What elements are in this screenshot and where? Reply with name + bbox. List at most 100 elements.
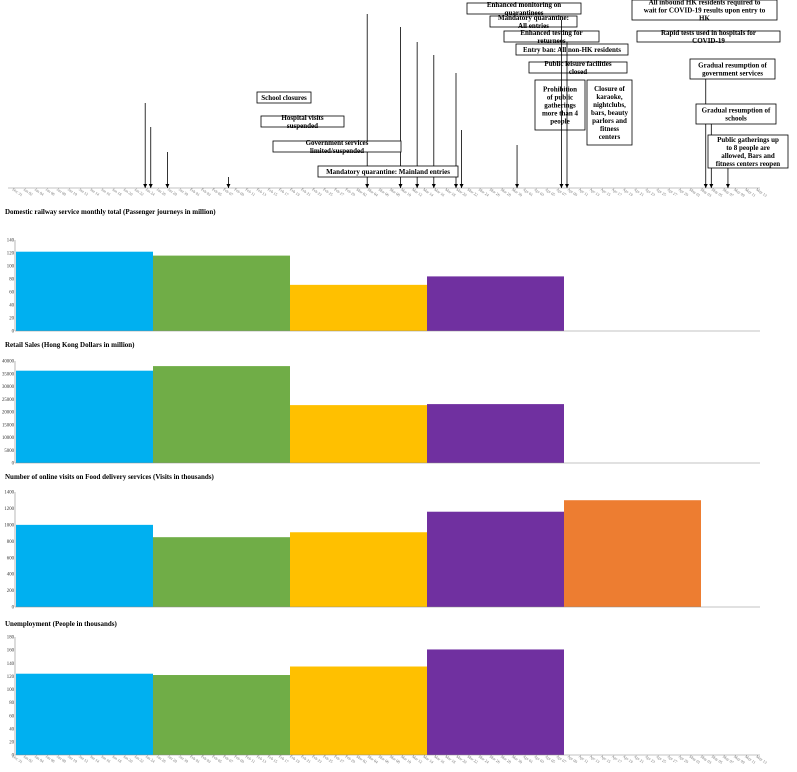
y-tick-label: 60 <box>9 714 14 719</box>
timeline-date-label: Mar 26 <box>489 187 501 198</box>
event-label: All entries <box>518 22 549 30</box>
event-marker-arrow <box>431 184 436 188</box>
timeline-event: Rapid tests used in hospitals forCOVID-1… <box>565 29 781 188</box>
y-tick-label: 40 <box>9 304 14 309</box>
timeline-date-label: Jan 22 <box>134 187 145 197</box>
event-marker-arrow <box>703 184 708 188</box>
y-tick-label: 40000 <box>2 360 15 365</box>
bottom-date-label: Feb 23 <box>311 754 323 764</box>
timeline-date-label: Jan 10 <box>67 187 78 197</box>
bottom-date-label: Feb 01 <box>189 754 201 764</box>
event-label: fitness centers reopen <box>716 160 781 168</box>
y-tick-label: 80 <box>9 278 14 283</box>
y-tick-label: 160 <box>7 649 15 654</box>
event-label: schools <box>725 115 747 123</box>
bottom-date-label: Jan 16 <box>100 754 111 764</box>
timeline-date-label: Feb 13 <box>256 187 268 197</box>
timeline-date-label: May 01 <box>689 187 702 198</box>
event-label-box <box>466 2 582 15</box>
bottom-date-label: Mar 12 <box>411 754 423 765</box>
y-tick-label: 120 <box>7 252 15 257</box>
bottom-date-label: Apr 23 <box>644 754 656 765</box>
bottom-date-label: Apr 25 <box>655 754 667 765</box>
event-label: people <box>550 118 569 126</box>
event-label: Prohibition <box>543 86 577 94</box>
bottom-date-label: Apr 29 <box>677 754 689 765</box>
timeline-date-label: May 13 <box>755 187 768 198</box>
y-tick-label: 20 <box>9 740 14 745</box>
panel-title: Unemployment (People in thousands) <box>5 620 117 628</box>
event-label: Gradual resumption of <box>702 107 771 115</box>
y-tick-label: 30000 <box>2 385 15 390</box>
timeline-event: All inbound HK residents required towait… <box>559 0 778 188</box>
bottom-date-label: Apr 19 <box>622 754 634 765</box>
bottom-date-label: Apr 17 <box>611 754 623 765</box>
panel-title: Retail Sales (Hong Kong Dollars in milli… <box>5 341 135 349</box>
bar <box>427 404 564 463</box>
event-label-box <box>695 103 777 125</box>
event-label: Enhanced monitoring on <box>487 1 561 9</box>
bottom-date-label: Feb 05 <box>211 754 223 764</box>
bottom-date-label: Jan 20 <box>122 754 133 764</box>
bottom-date-label: Apr 11 <box>578 754 590 764</box>
event-label-box <box>636 30 781 43</box>
y-tick-label: 25000 <box>2 398 15 403</box>
timeline-date-label: Jan 08 <box>56 187 67 197</box>
timeline-date-label: Apr 27 <box>666 187 678 198</box>
timeline-date-label: May 05 <box>711 187 724 198</box>
timeline-date-label: Apr 15 <box>600 187 612 198</box>
y-tick-label: 0 <box>12 462 15 467</box>
bottom-date-label: Jan 30 <box>178 754 189 764</box>
bar <box>16 370 153 463</box>
event-label-box <box>256 91 312 104</box>
event-label: limited/suspended <box>310 147 364 155</box>
bottom-date-label: Apr 09 <box>566 754 578 765</box>
bar <box>153 675 290 755</box>
timeline-date-label: Jan 24 <box>145 187 156 197</box>
y-tick-label: 10000 <box>2 436 15 441</box>
event-label-box <box>489 15 578 28</box>
bottom-date-label: Mar 10 <box>400 754 412 765</box>
bar-chart-panel: Retail Sales (Hong Kong Dollars in milli… <box>2 341 760 467</box>
y-tick-label: 180 <box>7 636 15 641</box>
event-label-box <box>631 0 778 21</box>
event-marker-arrow <box>459 184 464 188</box>
event-label: Mandatory quarantine: Mainland entries <box>326 168 450 176</box>
bottom-date-label: Feb 09 <box>233 754 245 764</box>
event-label: HK <box>699 15 710 23</box>
bottom-date-label: May 05 <box>711 754 724 765</box>
timeline-date-label: Feb 23 <box>311 187 323 197</box>
timeline-date-label: Mar 28 <box>500 187 512 198</box>
bottom-date-label: Jan 04 <box>34 754 45 764</box>
timeline-date-label: Jan 28 <box>167 187 178 197</box>
timeline-date-label: Mar 12 <box>411 187 423 198</box>
timeline-date-label: Mar 16 <box>433 187 445 198</box>
y-tick-label: 1400 <box>4 491 14 496</box>
bar-chart-panel: Number of online visits on Food delivery… <box>4 473 760 611</box>
event-marker-arrow <box>454 184 458 188</box>
timeline-date-label: Dec 31 <box>11 187 23 198</box>
bar <box>564 500 701 607</box>
timeline-date-label: Feb 11 <box>245 187 257 197</box>
event-label-box <box>586 79 633 146</box>
timeline-date-label: Feb 07 <box>222 187 234 197</box>
bottom-date-label: Jan 26 <box>156 754 167 764</box>
event-marker-arrow <box>365 184 370 188</box>
timeline-date-label: Feb 27 <box>333 187 345 197</box>
event-label-box <box>260 115 345 128</box>
timeline-date-label: Feb 29 <box>344 187 356 197</box>
timeline-date-label: Jan 06 <box>45 187 56 197</box>
bar <box>16 524 153 607</box>
bar <box>290 405 427 463</box>
event-marker-arrow <box>148 184 153 188</box>
bar-chart-panel: Unemployment (People in thousands)020406… <box>5 620 760 759</box>
bottom-date-label: May 01 <box>689 754 702 765</box>
timeline-date-label: Jan 02 <box>23 187 34 197</box>
bottom-date-label: Jan 14 <box>89 754 100 764</box>
event-label: Entry ban: All non-HK residents <box>523 46 621 54</box>
timeline-date-label: Apr 05 <box>544 187 556 198</box>
timeline-date-label: Jan 04 <box>34 187 45 197</box>
